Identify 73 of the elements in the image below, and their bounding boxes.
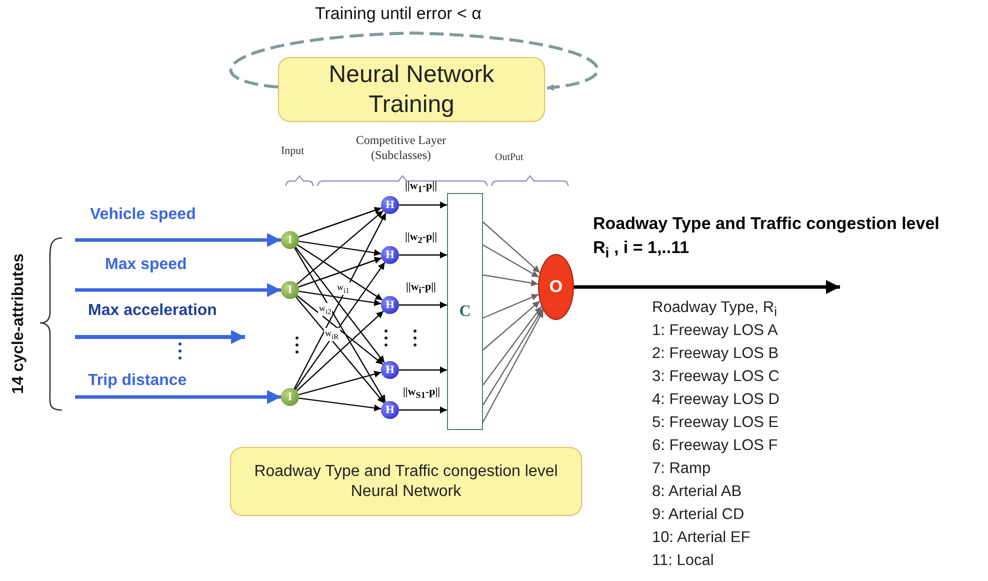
edge-label: ||w$_{S1}$-p||: [403, 386, 440, 400]
arrow: [482, 310, 544, 422]
arrow: [296, 310, 384, 392]
arrow: [298, 370, 382, 396]
arrow: [295, 296, 385, 404]
output-neuron: O: [538, 254, 574, 320]
hidden-neuron: H: [381, 196, 399, 214]
arrow: [297, 244, 383, 301]
edge-label: Max speed: [105, 256, 187, 274]
list-item: 5: Freeway LOS E: [652, 414, 779, 432]
arrow: [296, 295, 384, 365]
list-item: 6: Freeway LOS F: [652, 437, 778, 455]
hidden-neuron: H: [381, 246, 399, 264]
arrow: [230, 32, 598, 91]
arrow: [482, 274, 538, 286]
hidden-neuron: H: [381, 296, 399, 314]
list-item: 1: Freeway LOS A: [652, 322, 778, 340]
list-item: 10: Arterial EF: [652, 529, 750, 547]
list-heading: Roadway Type, R$_{i}$: [652, 299, 777, 320]
edge-label: ||w$_{i}$-p||: [406, 281, 436, 296]
process-box: Roadway Type and Traffic congestion level Neural Network: [230, 447, 582, 516]
arrow: [295, 246, 385, 364]
arrow: [296, 210, 384, 285]
competitive-layer-box: C: [447, 193, 483, 430]
list-item: 11: Local: [652, 552, 714, 570]
arrow: [298, 398, 382, 412]
edge-label: Training until error < α: [315, 4, 482, 24]
arrow: [399, 302, 447, 308]
arrow: [482, 244, 540, 278]
input-label: Max acceleration: [88, 302, 217, 320]
arrow: [298, 207, 382, 238]
arrow: [294, 248, 386, 402]
process-box: Neural Network Training: [278, 57, 545, 122]
list-item: 2: Freeway LOS B: [652, 345, 779, 363]
edge-label: ||w$_{1}$-p||: [405, 180, 438, 194]
arrow: [482, 308, 543, 406]
list-item: 8: Arterial AB: [652, 483, 742, 501]
layer-label: Input: [281, 145, 304, 157]
layer-label: Competitive Layer (Subclasses): [354, 133, 448, 163]
arrow: [399, 406, 447, 414]
arrow: [399, 202, 447, 208]
list-item: 9: Arterial CD: [652, 506, 744, 524]
list-item: 4: Freeway LOS D: [652, 391, 780, 409]
input-neuron: I: [281, 281, 299, 299]
hidden-neuron: H: [381, 401, 399, 419]
arrow: [298, 290, 382, 306]
weight-label: w$_{i2}$: [318, 303, 332, 316]
arrow: [482, 294, 539, 319]
arrow: [574, 280, 840, 294]
arrow: [482, 300, 540, 350]
arrow: [482, 306, 542, 386]
list-item: 7: Ramp: [652, 460, 711, 478]
arrow: [482, 222, 540, 274]
arrow: [75, 390, 281, 404]
edge-label: Vehicle speed: [90, 206, 196, 224]
weight-label: w$_{iR}$: [324, 328, 340, 341]
input-neuron: I: [281, 231, 299, 249]
group-label: 14 cycle-attributes: [10, 252, 28, 396]
weight-label: w$_{i1}$: [336, 282, 350, 295]
hidden-neuron: H: [381, 361, 399, 379]
arrow: [399, 252, 447, 258]
arrow: [298, 257, 382, 288]
arrow: [75, 233, 281, 247]
layer-label: OutPut: [495, 152, 524, 163]
arrow: [75, 283, 281, 297]
arrow: [294, 212, 386, 390]
input-neuron: I: [281, 388, 299, 406]
arrow: [294, 262, 386, 390]
list-item: 3: Freeway LOS C: [652, 368, 780, 386]
arrow: [399, 366, 447, 374]
edge-label: ||w$_{2}$-p||: [405, 231, 438, 246]
edge-label: Trip distance: [88, 372, 187, 390]
arrow: [298, 240, 382, 256]
